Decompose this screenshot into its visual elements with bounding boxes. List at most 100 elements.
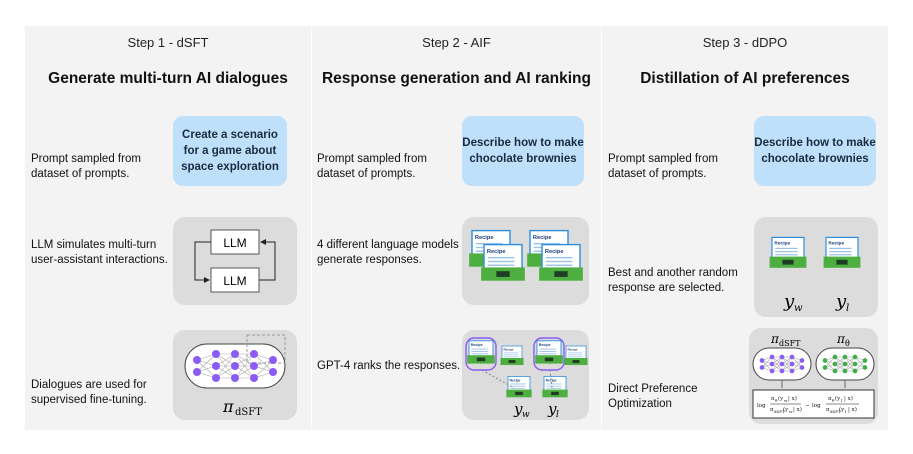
neural-net-nodes <box>193 350 277 382</box>
card-line <box>775 254 798 256</box>
recipe-card: Recipe <box>506 375 532 398</box>
net-node <box>193 356 201 364</box>
svg-text:l: l <box>841 398 843 403</box>
yw-subscript: w <box>794 303 803 314</box>
net-node <box>212 350 220 358</box>
card-line <box>487 256 515 259</box>
card-line <box>545 256 573 259</box>
recipe-card: Recipe <box>500 345 524 365</box>
net-node <box>822 358 828 363</box>
net-node <box>769 368 775 374</box>
svg-text:(y: (y <box>778 395 784 402</box>
svg-text:| x): | x) <box>788 395 797 402</box>
net-edge <box>781 356 793 372</box>
net-node <box>779 354 785 360</box>
net-node <box>779 361 785 367</box>
net-node <box>231 362 239 370</box>
net-node <box>842 368 848 374</box>
net-node <box>231 350 239 358</box>
net-edge <box>771 356 783 372</box>
card-title: Recipe <box>487 249 506 255</box>
svg-text:l: l <box>845 409 847 414</box>
svg-text:(y: (y <box>835 395 841 402</box>
net-node <box>852 354 858 360</box>
neural-net-theta <box>822 354 868 374</box>
yl-subscript: l <box>846 303 849 314</box>
card-line <box>829 247 852 249</box>
loop-arrow-right <box>259 239 276 281</box>
net-node <box>231 374 239 382</box>
net-edge <box>234 353 255 379</box>
net-node <box>769 354 775 360</box>
net-node <box>832 361 838 367</box>
row-label-generate: 4 different language models generate res… <box>317 239 459 266</box>
card-line <box>568 354 582 356</box>
card-title: Recipe <box>568 348 578 352</box>
pi-subscript: dSFT <box>235 407 262 418</box>
svg-text:w: w <box>789 409 793 414</box>
svg-text:π: π <box>828 396 832 402</box>
row-label-select: Best and another random response are sel… <box>608 267 738 294</box>
panel-heading: Generate multi-turn AI dialogues <box>48 70 288 87</box>
card-line <box>504 352 518 354</box>
yw-subscript: w <box>522 410 530 420</box>
tray-slot <box>554 271 568 277</box>
svg-text:w: w <box>784 398 788 403</box>
card-title: Recipe <box>504 348 514 352</box>
card-line <box>471 351 489 352</box>
card-line <box>545 260 573 263</box>
net-edge <box>761 356 773 368</box>
card-line <box>504 356 518 358</box>
llm-bottom-box <box>210 267 260 293</box>
svg-text:(y: (y <box>839 406 845 413</box>
svg-text:θ: θ <box>775 398 778 403</box>
panel-step-1: Step 1 - dSFT Generate multi-turn AI dia… <box>25 26 311 430</box>
card-line <box>568 352 582 354</box>
card-line <box>539 351 557 352</box>
step-title: Step 3 - dDPO <box>702 35 788 50</box>
yw-symbol: y <box>783 291 795 312</box>
tray-slot <box>515 391 523 396</box>
recipe-card: Recipe <box>535 340 563 364</box>
net-node <box>212 362 220 370</box>
llm-loop-diagram: LLM LLM <box>173 217 297 305</box>
card-line <box>829 251 852 253</box>
net-node <box>822 365 828 370</box>
card-line <box>775 251 798 253</box>
card-line <box>546 385 562 387</box>
tray-slot <box>476 357 486 362</box>
recipe-card: Recipe <box>769 236 807 268</box>
net-node <box>862 358 868 363</box>
svg-text:| x): | x) <box>793 406 802 413</box>
tray-slot <box>544 357 554 362</box>
svg-text:π: π <box>826 407 830 413</box>
pi-symbol: π <box>222 397 234 416</box>
card-line <box>487 260 515 263</box>
prompt-box: Describe how to make chocolate brownies <box>754 116 876 186</box>
recipe-card: Recipe <box>539 243 583 281</box>
recipe-card: Recipe <box>467 340 495 364</box>
row-label-prompt: Prompt sampled from dataset of prompts. <box>608 153 718 180</box>
card-line <box>510 387 526 389</box>
card-line <box>568 356 582 358</box>
step-title: Step 1 - dSFT <box>127 35 209 50</box>
llm-top-label: LLM <box>223 236 246 250</box>
dashed-box <box>246 334 286 364</box>
card-line <box>504 354 518 356</box>
net-node <box>269 368 277 376</box>
loop-arrow-left <box>194 241 211 283</box>
card-line <box>471 353 489 355</box>
net-edge <box>791 360 803 372</box>
panel-step-3: Step 3 - dDPO Distillation of AI prefere… <box>602 26 888 430</box>
card-line <box>539 348 557 350</box>
svg-text:θ: θ <box>832 398 835 403</box>
net-edge <box>844 356 856 372</box>
card-line <box>533 242 561 245</box>
row-label-finetune: Dialogues are used for supervised fine-t… <box>31 379 147 406</box>
svg-text:log: log <box>812 403 821 409</box>
card-line <box>545 264 573 266</box>
